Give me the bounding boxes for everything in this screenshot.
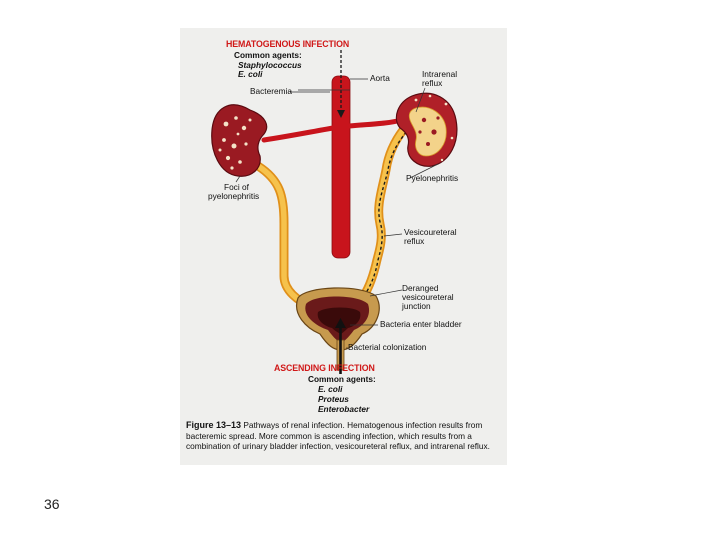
right-ureter — [355, 119, 413, 307]
label-deranged-3: junction — [402, 301, 431, 311]
right-kidney-medulla — [408, 106, 447, 157]
hematogenous-title: HEMATOGENOUS INFECTION — [226, 39, 350, 49]
right-kidney-surface-dots — [414, 94, 454, 162]
left-renal-artery — [261, 125, 336, 143]
hematogenous-agent-1: Staphylococcus — [238, 60, 302, 70]
aorta — [331, 75, 351, 259]
label-intrarenal-reflux-1: Intrarenal — [422, 69, 458, 79]
ascending-agent-1: E. coli — [318, 384, 343, 394]
left-kidney-foci — [218, 116, 252, 170]
ascending-arrowhead — [335, 318, 346, 328]
label-deranged-2: vesicoureteral — [402, 292, 454, 302]
hematogenous-agent-2: E. coli — [238, 69, 263, 79]
ascending-agent-2: Proteus — [318, 394, 349, 404]
ascending-agents-label: Common agents: — [308, 374, 376, 384]
label-foci-1: Foci of — [224, 182, 249, 192]
label-bacterial-colonization: Bacterial colonization — [348, 342, 427, 352]
caption-text: Pathways of renal infection. Hematogenou… — [186, 420, 490, 452]
reflux-path — [363, 125, 413, 297]
label-foci-2: pyelonephritis — [208, 191, 260, 201]
label-pyelonephritis: Pyelonephritis — [406, 173, 459, 183]
renal-infection-diagram — [211, 50, 458, 374]
page-number: 36 — [44, 496, 60, 512]
label-bacteremia: Bacteremia — [250, 86, 292, 96]
label-vesicoureteral-reflux-1: Vesicoureteral — [404, 227, 457, 237]
label-deranged-1: Deranged — [402, 283, 439, 293]
right-ureter-inner — [357, 121, 411, 305]
caption-figure-label: Figure 13–13 — [186, 420, 242, 430]
ascending-title: ASCENDING INFECTION — [274, 363, 375, 373]
right-kidney-foci — [418, 116, 440, 146]
figure-panel: HEMATOGENOUS INFECTION Common agents: St… — [180, 28, 507, 465]
hematogenous-arrowhead — [337, 110, 345, 118]
left-ureter-inner — [255, 163, 315, 309]
label-intrarenal-reflux-2: reflux — [422, 78, 443, 88]
label-aorta: Aorta — [370, 73, 390, 83]
label-vesicoureteral-reflux-2: reflux — [404, 236, 425, 246]
figure-caption: Figure 13–13 Pathways of renal infection… — [186, 420, 504, 452]
left-kidney — [211, 104, 268, 177]
label-bacteria-enter-bladder: Bacteria enter bladder — [380, 319, 462, 329]
right-renal-artery — [346, 117, 405, 129]
leader-lines — [235, 78, 439, 349]
ascending-agent-3: Enterobacter — [318, 404, 370, 414]
hematogenous-agents-label: Common agents: — [234, 50, 302, 60]
